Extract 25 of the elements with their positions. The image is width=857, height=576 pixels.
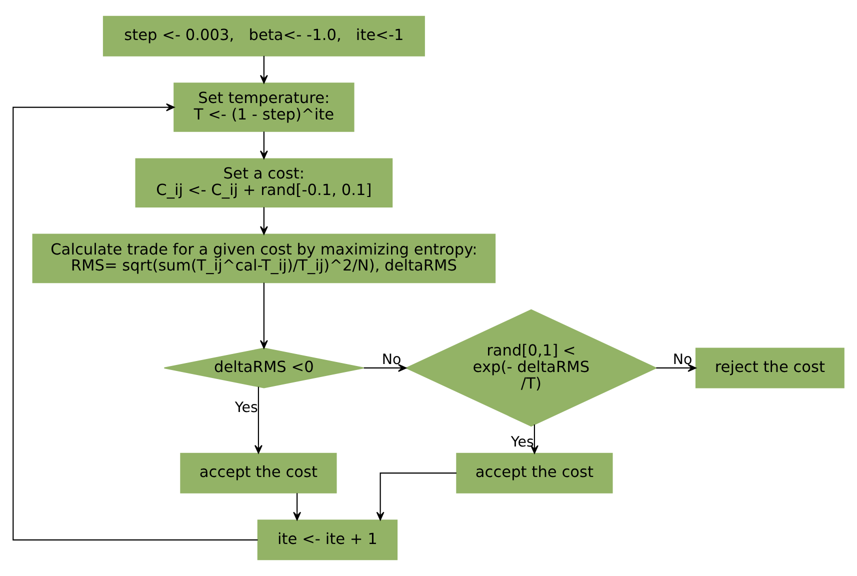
edge-label: Yes	[234, 400, 258, 416]
arrow	[260, 132, 268, 160]
node-box: Set temperature: T <- (1 - step)^ite	[174, 82, 354, 132]
arrow	[376, 472, 456, 520]
arrow	[530, 424, 538, 454]
arrow	[293, 493, 302, 520]
arrow	[12, 103, 258, 540]
node-box: Set a cost: C_ij <- C_ij + rand[-0.1, 0.1]	[135, 158, 393, 208]
arrow	[364, 364, 407, 372]
node-box: reject the cost	[695, 348, 844, 388]
edge-label: No	[382, 352, 402, 368]
node-diamond: deltaRMS <0	[164, 348, 364, 388]
arrow	[254, 386, 262, 454]
node-box: accept the cost	[180, 452, 337, 494]
arrow	[260, 207, 268, 235]
node-diamond: rand[0,1] < exp(- deltaRMS /T)	[405, 309, 658, 427]
arrow	[260, 282, 268, 349]
node-box: Calculate trade for a given cost by maximizing entropy: RMS= sqrt(sum(T_ij^cal-T_ij)/T_ij)^2/N), deltaRMS	[32, 234, 496, 284]
arrow	[260, 56, 268, 84]
edge-label: Yes	[510, 434, 534, 450]
arrow	[656, 364, 696, 372]
edge-label: No	[672, 352, 692, 368]
node-box: step <- 0.003, beta<- -1.0, ite<-1	[102, 16, 425, 56]
node-box: accept the cost	[456, 452, 613, 494]
node-box: ite <- ite + 1	[257, 520, 398, 560]
